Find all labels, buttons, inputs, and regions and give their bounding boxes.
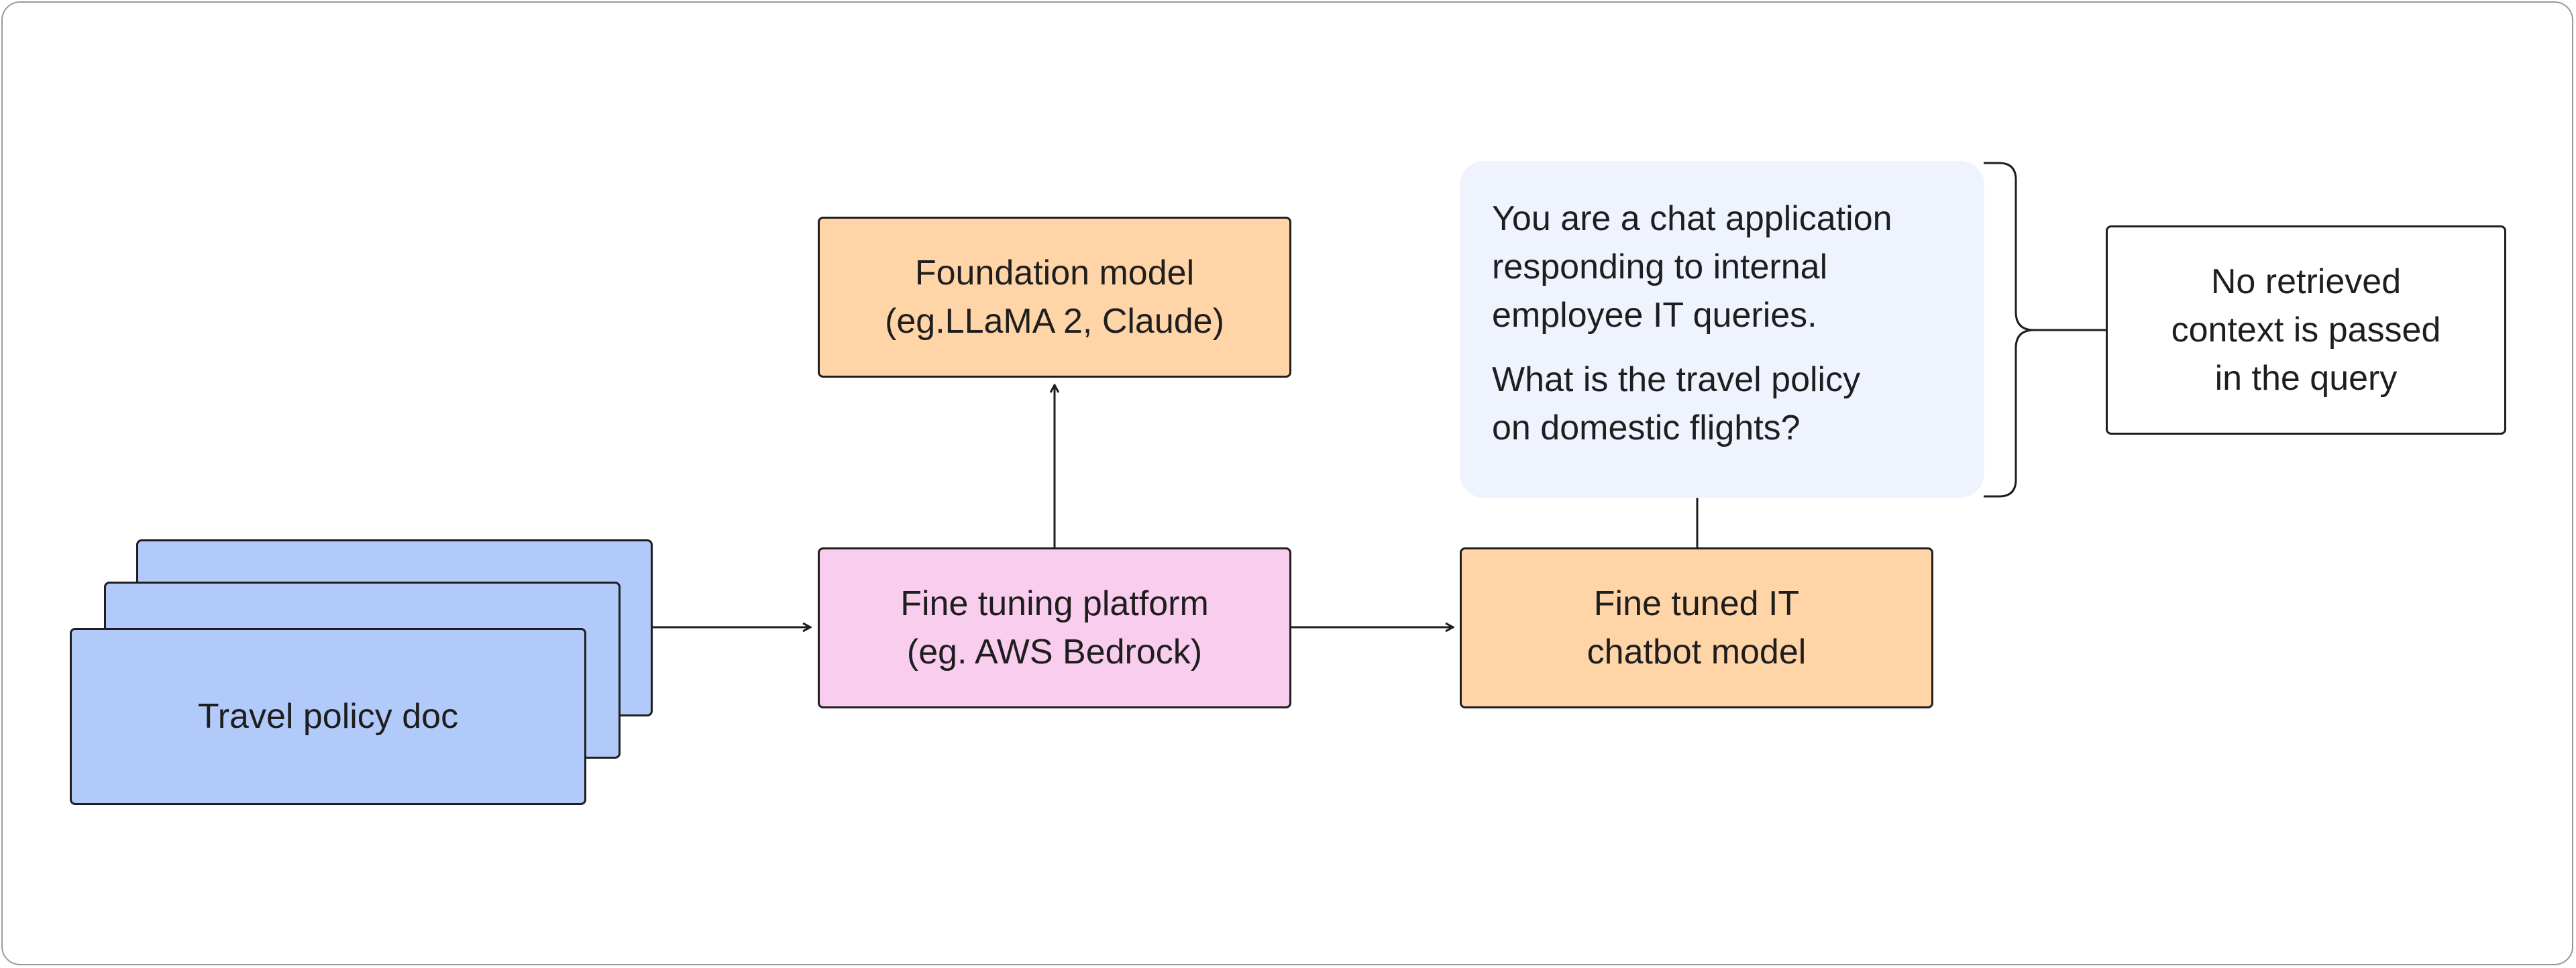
- fine-tuned-model-label: Fine tuned IT chatbot model: [1587, 584, 1807, 671]
- no-context-note-box: No retrieved context is passed in the qu…: [2106, 225, 2506, 435]
- prompt-question-text: What is the travel policy on domestic fl…: [1492, 360, 1861, 447]
- fine-tuned-model-box: Fine tuned IT chatbot model: [1460, 547, 1933, 708]
- curly-brace: [1984, 162, 2059, 498]
- fine-tuning-platform-box: Fine tuning platform (eg. AWS Bedrock): [818, 547, 1291, 708]
- no-context-note-label: No retrieved context is passed in the qu…: [2171, 262, 2441, 398]
- foundation-model-label: Foundation model (eg.LLaMA 2, Claude): [885, 254, 1224, 341]
- documents-label: Travel policy doc: [197, 697, 459, 736]
- fine-tuning-platform-label: Fine tuning platform (eg. AWS Bedrock): [900, 584, 1209, 671]
- prompt-system-text: You are a chat application responding to…: [1492, 199, 1892, 335]
- prompt-bubble: You are a chat application responding to…: [1460, 161, 1984, 498]
- document-stack-front: Travel policy doc: [70, 628, 586, 805]
- foundation-model-box: Foundation model (eg.LLaMA 2, Claude): [818, 217, 1291, 378]
